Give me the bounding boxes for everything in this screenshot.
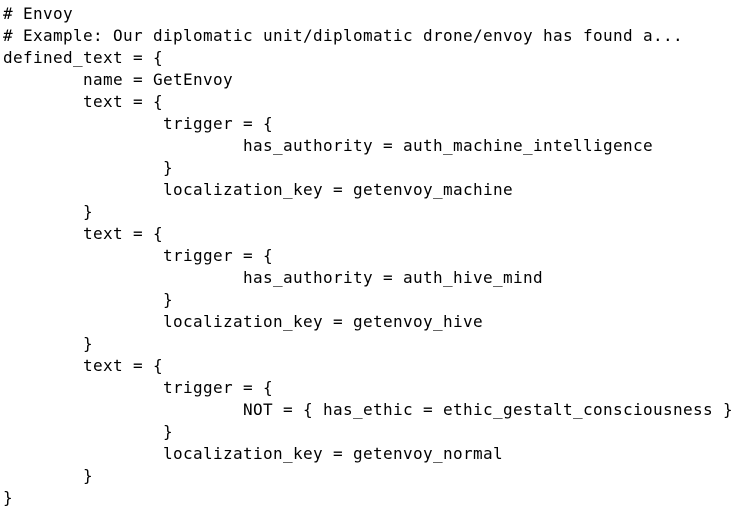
code-line-18: trigger = { [163,378,273,397]
code-line-7: has_authority = auth_machine_intelligenc… [243,136,653,155]
code-line-9: localization_key = getenvoy_machine [163,180,513,199]
code-line-1: # Envoy [3,4,73,23]
code-line-11: text = { [83,224,163,243]
code-line-22: } [83,466,93,485]
code-line-5: text = { [83,92,163,111]
code-line-8: } [163,158,173,177]
code-view: # Envoy # Example: Our diplomatic unit/d… [3,3,737,516]
code-line-3: defined_text = { [3,48,163,67]
code-line-17: text = { [83,356,163,375]
code-line-6: trigger = { [163,114,273,133]
code-line-12: trigger = { [163,246,273,265]
code-line-4: name = GetEnvoy [83,70,233,89]
code-line-19: NOT = { has_ethic = ethic_gestalt_consci… [243,400,733,419]
code-line-13: has_authority = auth_hive_mind [243,268,543,287]
code-line-14: } [163,290,173,309]
code-line-16: } [83,334,93,353]
code-line-2: # Example: Our diplomatic unit/diplomati… [3,26,683,45]
code-line-20: } [163,422,173,441]
code-line-23: } [3,488,13,507]
code-line-10: } [83,202,93,221]
code-line-21: localization_key = getenvoy_normal [163,444,503,463]
code-line-15: localization_key = getenvoy_hive [163,312,483,331]
